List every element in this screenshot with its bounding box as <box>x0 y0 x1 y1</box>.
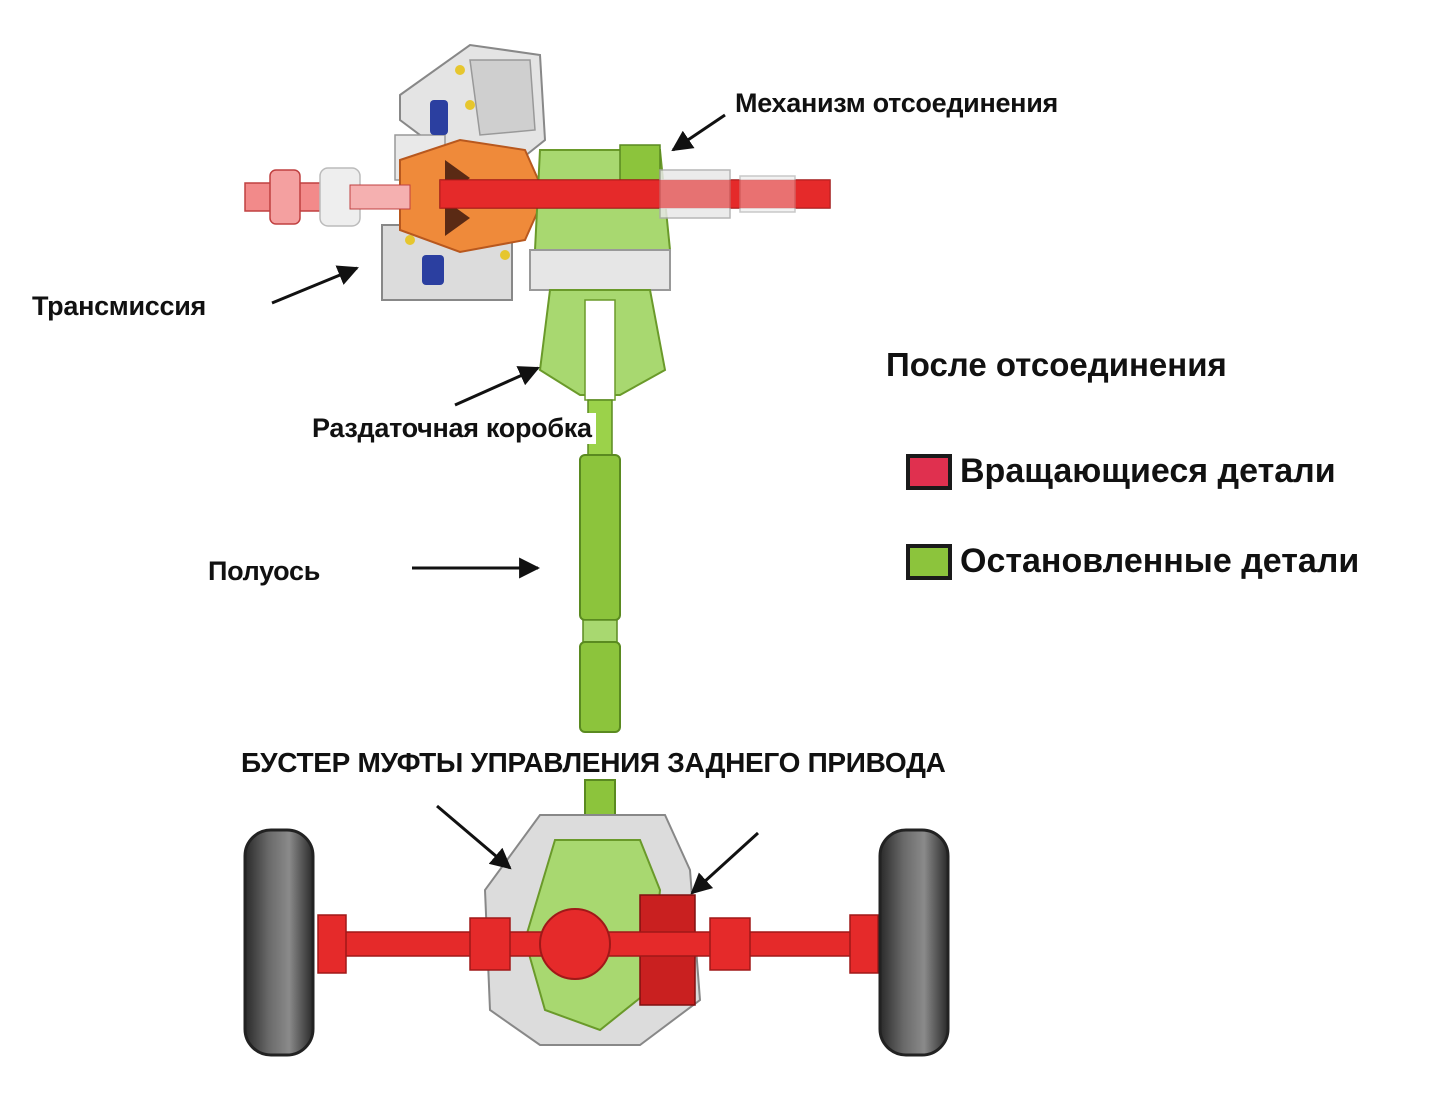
transfer-case-label: Раздаточная коробка <box>312 413 596 444</box>
front-output-shaft <box>244 167 411 227</box>
rear-axle-rotating <box>317 908 881 980</box>
left-wheel <box>243 828 315 1057</box>
booster-right-arrow <box>690 831 760 895</box>
rotating-swatch <box>906 453 952 490</box>
legend-item-rotating: Вращающиеся детали <box>906 452 1336 491</box>
booster-left-arrow <box>436 804 512 870</box>
transmission-label: Трансмиссия <box>32 291 206 321</box>
legend-label-rotating: Вращающиеся детали <box>960 452 1336 490</box>
transfer-case-arrow <box>454 366 540 407</box>
legend-label-stopped: Остановленные детали <box>960 542 1360 580</box>
legend-title: После отсоединения <box>886 346 1227 383</box>
disconnect-mechanism-label: Механизм отсоединения <box>735 88 1058 118</box>
main-rotating-shaft <box>439 169 831 219</box>
half-shaft-label: Полуось <box>208 556 321 586</box>
propeller-shaft <box>579 399 621 851</box>
rear-drive-booster-label: БУСТЕР МУФТЫ УПРАВЛЕНИЯ ЗАДНЕГО ПРИВОДА <box>241 747 946 779</box>
stopped-swatch <box>906 543 952 580</box>
right-wheel <box>878 828 950 1057</box>
legend-item-stopped: Остановленные детали <box>906 542 1359 581</box>
disconnect-mechanism-arrow <box>671 113 726 152</box>
transmission-arrow <box>271 265 359 305</box>
